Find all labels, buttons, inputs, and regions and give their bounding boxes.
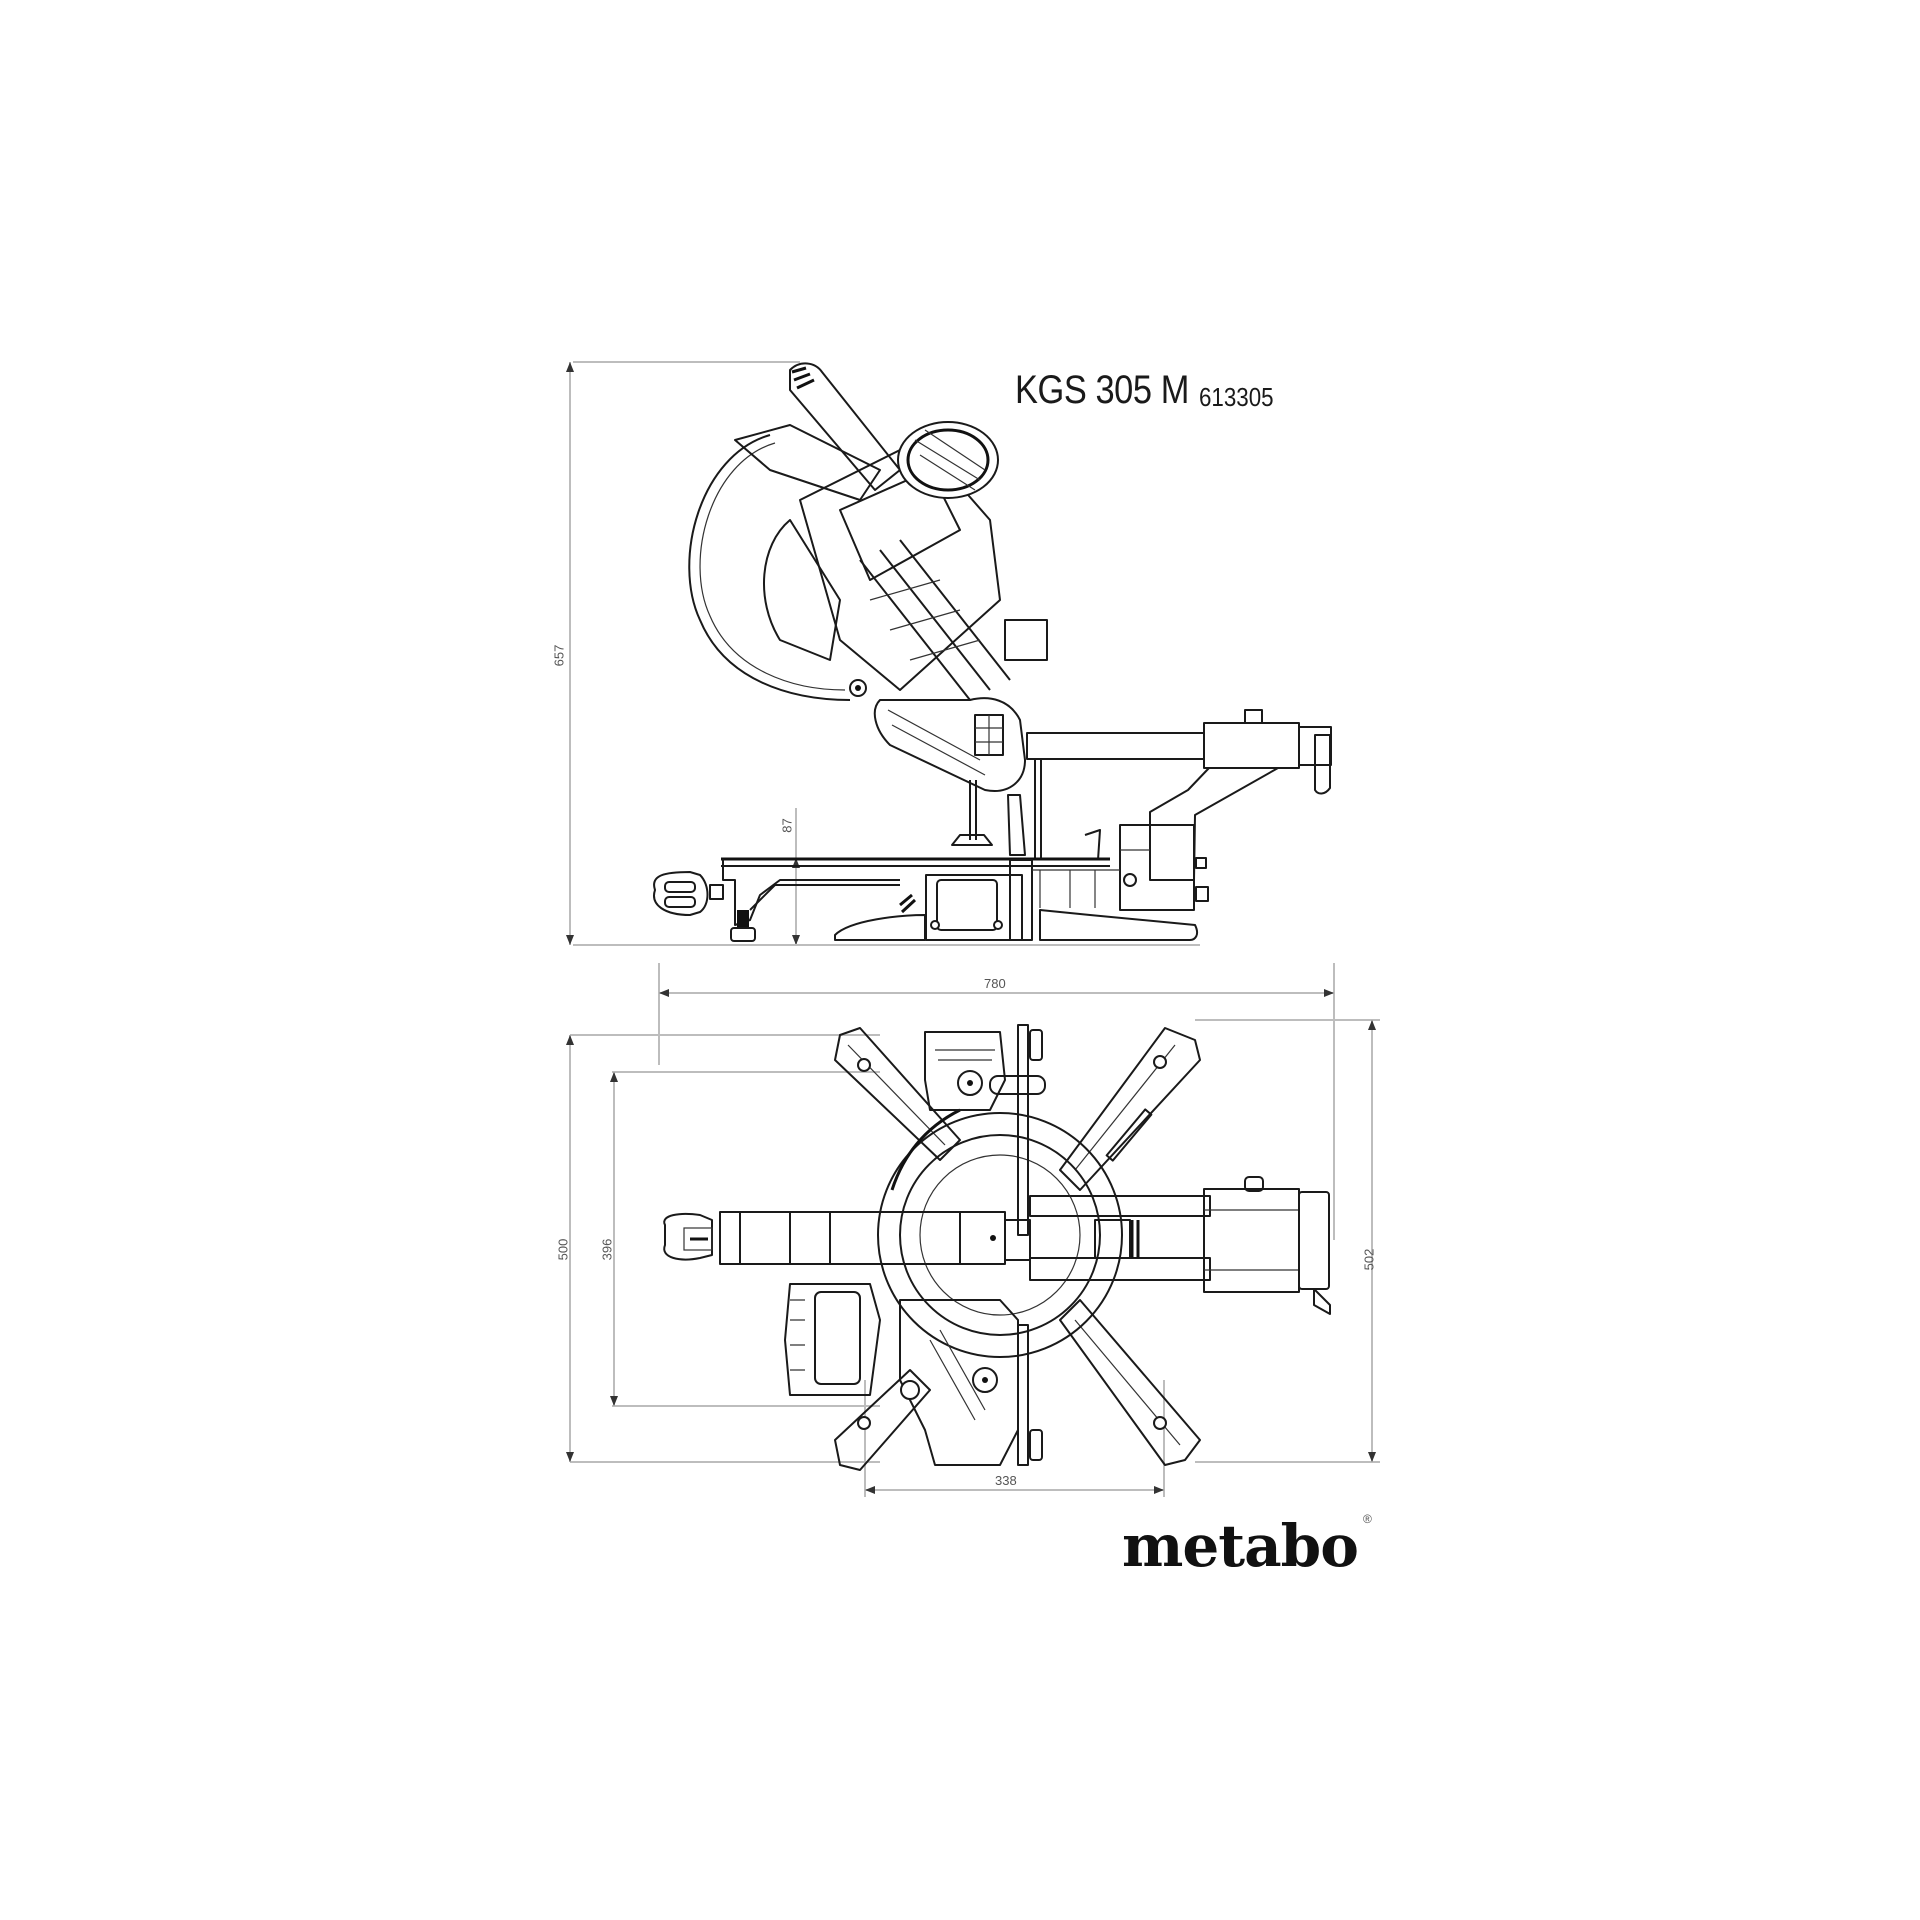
saw-top-view: [663, 1024, 1331, 1471]
dimension-500: [566, 1034, 880, 1463]
dim-label-657: 657: [551, 644, 567, 667]
brand-logo: metabo: [1122, 1512, 1359, 1580]
dim-label-87: 87: [779, 818, 795, 833]
dim-label-502: 502: [1361, 1248, 1377, 1271]
article-number: 613305: [1199, 382, 1274, 412]
dimension-502: [1195, 1019, 1380, 1463]
dim-label-338: 338: [995, 1473, 1017, 1488]
dimension-396: [610, 1071, 880, 1407]
registered-mark-icon: ®: [1363, 1512, 1372, 1526]
dim-label-396: 396: [599, 1238, 615, 1261]
saw-side-view: [653, 362, 1332, 942]
dim-label-500: 500: [555, 1238, 571, 1261]
dimension-780: [658, 963, 1335, 1240]
model-title: KGS 305 M: [1015, 368, 1189, 412]
dim-label-780: 780: [984, 976, 1006, 991]
